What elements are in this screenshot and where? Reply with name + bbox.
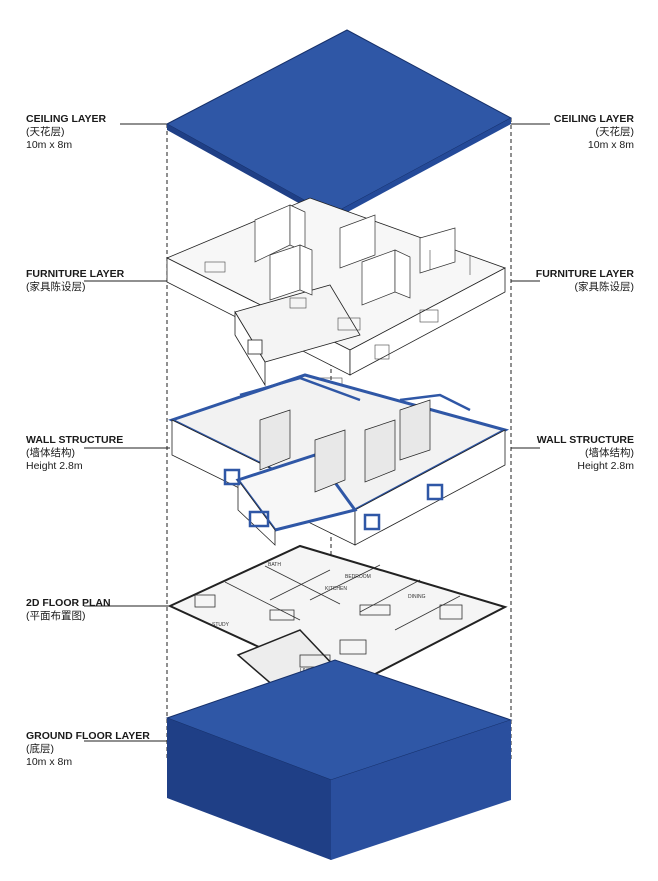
label-ceiling-left: CEILING LAYER (天花层) 10m x 8m [26, 113, 106, 152]
label-size: 10m x 8m [26, 756, 73, 768]
label-ground-left: GROUND FLOOR LAYER (底层) 10m x 8m [26, 730, 150, 769]
label-ceiling-right: CEILING LAYER (天花层) 10m x 8m [554, 113, 634, 152]
label-cn: (天花层) [26, 126, 65, 138]
label-size: 10m x 8m [26, 139, 73, 151]
label-cn: (墙体结构) [585, 447, 634, 459]
wall-structure [168, 373, 510, 546]
label-furniture-right: FURNITURE LAYER (家具陈设层) [536, 268, 634, 294]
label-title: GROUND FLOOR LAYER [26, 730, 150, 742]
room-label-study: STUDY [212, 622, 230, 628]
label-cn: (底层) [26, 743, 54, 755]
label-cn: (天花层) [595, 126, 635, 138]
label-height: Height 2.8m [26, 460, 83, 472]
label-title: WALL STRUCTURE [26, 434, 124, 446]
ground-slab [165, 659, 513, 860]
room-label-bath: BATH [268, 562, 281, 568]
label-wall-right: WALL STRUCTURE (墙体结构) Height 2.8m [537, 434, 634, 473]
label-title: CEILING LAYER [553, 113, 634, 125]
label-cn: (平面布置图) [26, 610, 86, 622]
ceiling-slab [165, 29, 513, 221]
label-title: FURNITURE LAYER [26, 268, 125, 280]
room-label-bedroom: BEDROOM [345, 574, 371, 580]
label-floorplan-left: 2D FLOOR PLAN (平面布置图) [26, 597, 111, 623]
label-size: 10m x 8m [587, 139, 634, 151]
furniture-layer [166, 197, 506, 393]
label-title: FURNITURE LAYER [535, 268, 634, 280]
leader-lines [84, 123, 550, 742]
label-height: Height 2.8m [577, 460, 634, 472]
room-label-dining: DINING [408, 594, 426, 600]
label-cn: (墙体结构) [26, 447, 75, 459]
label-furniture-left: FURNITURE LAYER (家具陈设层) [26, 268, 124, 294]
label-cn: (家具陈设层) [574, 281, 635, 293]
label-wall-left: WALL STRUCTURE (墙体结构) Height 2.8m [26, 434, 123, 473]
label-title: WALL STRUCTURE [536, 434, 634, 446]
label-title: 2D FLOOR PLAN [26, 597, 111, 609]
room-label-kitchen: KITCHEN [325, 586, 347, 592]
label-cn: (家具陈设层) [26, 281, 86, 293]
label-title: CEILING LAYER [26, 113, 107, 125]
